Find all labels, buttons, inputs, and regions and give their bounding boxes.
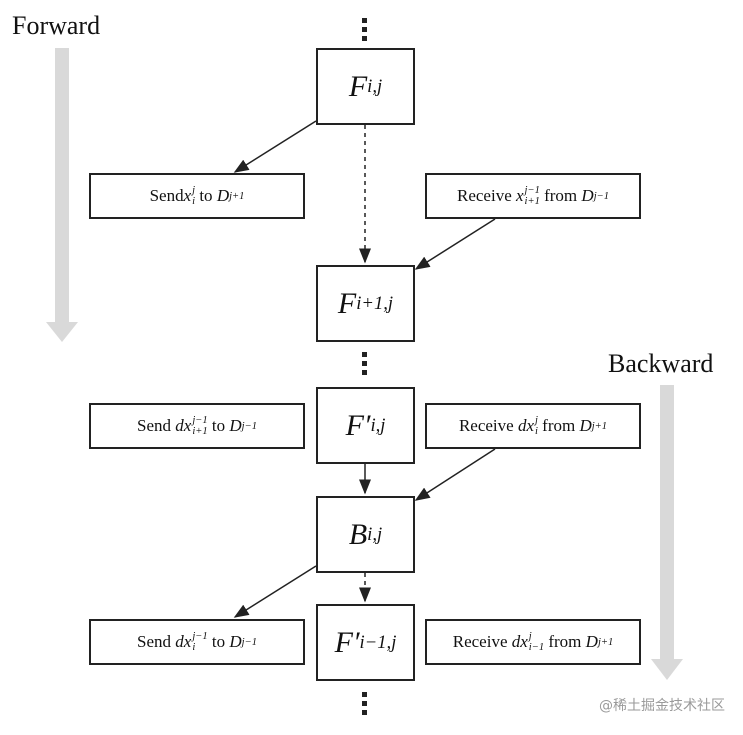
msg-var: dx	[517, 416, 534, 435]
msg-pre: Receive	[458, 416, 518, 435]
watermark: @稀土掘金技术社区	[599, 698, 725, 714]
msg-sup: j	[192, 184, 196, 196]
msg-mid: to	[207, 416, 230, 435]
forward-label: Forward	[12, 11, 101, 40]
msg-var: x	[516, 186, 524, 205]
msg-devsub: j−1	[241, 420, 257, 432]
msg-sub: i	[534, 426, 538, 437]
ellipsis-mid	[362, 352, 367, 375]
msg-sup: j−1	[524, 184, 540, 196]
msg-sup: j	[534, 414, 538, 426]
forward-arrow	[46, 48, 78, 342]
node-b-i-j-base: B	[348, 517, 368, 551]
msg-sup: j−1	[192, 414, 208, 426]
msg-pre: Receive	[457, 186, 516, 205]
msg-mid: to	[195, 186, 217, 205]
msg-pre: Send	[137, 416, 176, 435]
backward-arrow	[651, 385, 683, 680]
msg-mid: from	[537, 416, 580, 435]
node-f-i-j-base: F	[348, 69, 368, 103]
edge-receive2-to-bij	[414, 448, 496, 501]
msg-devsub: j+1	[591, 420, 608, 432]
node-fprime-im1-j-sub: i−1,j	[359, 631, 397, 653]
msg-var: dx	[175, 416, 192, 435]
node-fprime-i-j-base: F′	[345, 408, 371, 442]
msg-dev: D	[216, 186, 230, 205]
msg-dev: D	[585, 632, 598, 651]
msg-sub: i	[192, 642, 196, 653]
node-b-i-j-sub: i,j	[367, 523, 383, 545]
ellipsis-bottom	[362, 692, 367, 715]
edge-fij-to-send1	[233, 120, 317, 173]
node-fprime-im1-j-base: F′	[334, 625, 360, 659]
node-fprime-im1-j: F′i−1,j	[316, 604, 415, 681]
edge-receive1-to-fi1j	[414, 218, 496, 270]
msg-var: dx	[175, 632, 192, 651]
msg-dev: D	[229, 632, 242, 651]
msg-mid: from	[544, 632, 586, 651]
msg-pre: Send	[149, 186, 184, 205]
msg-dev: D	[579, 416, 592, 435]
msg-pre: Send	[137, 632, 176, 651]
msg-var: dx	[511, 632, 528, 651]
msg-var: x	[183, 186, 192, 205]
msg-sub: i−1	[528, 642, 545, 653]
node-fprime-i-j-sub: i,j	[370, 414, 386, 436]
node-fprime-i-j: F′i,j	[316, 387, 415, 464]
msg-mid: to	[207, 632, 230, 651]
msg-sup: j−1	[192, 630, 208, 642]
msg-sub: i	[192, 196, 196, 207]
msg-pre: Receive	[452, 632, 512, 651]
backward-label: Backward	[608, 349, 714, 378]
msg-sub: i+1	[524, 196, 540, 207]
msg-devsub: j+1	[597, 636, 614, 648]
msg-sub: i+1	[192, 426, 208, 437]
msg-dev: D	[229, 416, 242, 435]
msg-devsub: j+1	[229, 190, 245, 202]
msg-mid: from	[539, 186, 582, 205]
node-f-i-j-sub: i,j	[367, 75, 383, 97]
msg-devsub: j−1	[241, 636, 257, 648]
ellipsis-top	[362, 18, 367, 41]
node-f-i1-j-sub: i+1,j	[356, 292, 394, 314]
msg-sup: j	[528, 630, 532, 642]
node-f-i1-j-base: F	[337, 286, 357, 320]
msg-devsub: j−1	[593, 190, 609, 202]
msg-dev: D	[581, 186, 594, 205]
edge-bij-to-send3	[233, 565, 317, 618]
